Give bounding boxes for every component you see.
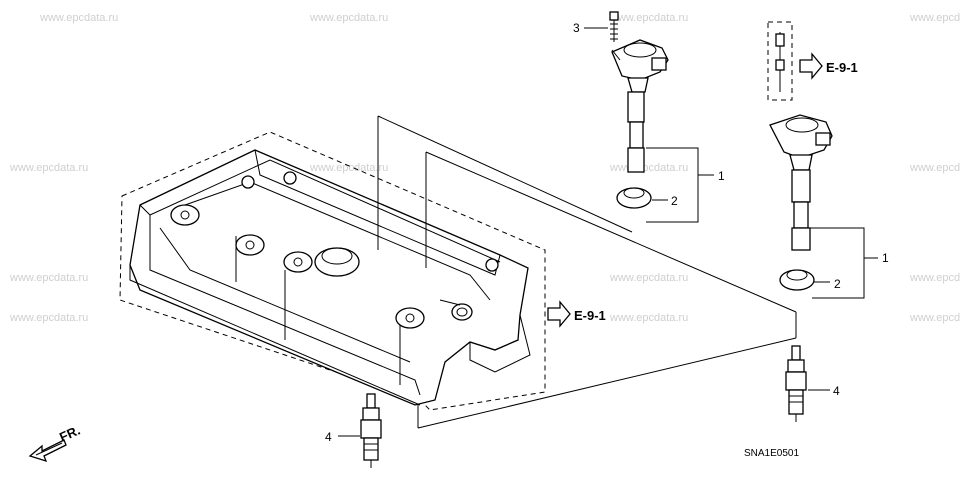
leader-cover-to-coil-lower — [425, 151, 797, 313]
reference-label-top: E-9-1 — [826, 60, 858, 75]
reference-label-middle: E-9-1 — [574, 308, 606, 323]
watermark: www.epcdata.ru — [309, 12, 388, 24]
front-arrow-icon — [28, 439, 67, 463]
ignition-coil-upper — [611, 39, 669, 173]
stud-bolt — [775, 32, 785, 92]
reference-arrow-middle — [547, 300, 571, 328]
watermark: www.epcdata.ru — [309, 162, 388, 174]
callout-seal-upper: 2 — [671, 194, 678, 208]
seal-lower — [779, 269, 815, 291]
assembly-dashed-outline — [119, 131, 546, 411]
spark-plug-left — [360, 393, 382, 468]
watermark: www.epcdata.ru — [609, 12, 688, 24]
callout-bolt: 3 — [573, 21, 580, 35]
watermark: www.epcdata.ru — [39, 12, 118, 24]
watermark: www.epcdata.ru — [909, 162, 960, 174]
leader-cover-to-plug-right — [417, 337, 797, 429]
callout-coil-upper: 1 — [718, 169, 725, 183]
callout-seal-lower: 2 — [834, 277, 841, 291]
watermark: www.epcdata.ru — [909, 12, 960, 24]
front-marker-label: FR. — [57, 423, 82, 445]
seal-upper — [616, 187, 652, 209]
watermark: www.epcdata.ru — [909, 272, 960, 284]
watermark: www.epcdata.ru — [609, 312, 688, 324]
stud-dashed-box — [767, 21, 793, 101]
diagram-code: SNA1E0501 — [744, 448, 799, 459]
reference-arrow-top — [799, 52, 823, 80]
watermark: www.epcdata.ru — [9, 312, 88, 324]
spark-plug-right — [785, 345, 807, 422]
leader-cover-to-coil-upper — [377, 115, 633, 250]
callout-coil-lower: 1 — [882, 251, 889, 265]
callout-plug-left: 4 — [325, 430, 332, 444]
watermark: www.epcdata.ru — [9, 272, 88, 284]
callout-leader-coil-upper — [646, 147, 714, 223]
watermark: www.epcdata.ru — [609, 272, 688, 284]
bolt — [609, 11, 619, 42]
cylinder-head-cover — [129, 149, 531, 406]
watermark: www.epcdata.ru — [609, 162, 688, 174]
watermark: www.epcdata.ru — [909, 312, 960, 324]
callout-leader-coil-lower — [810, 227, 878, 299]
ignition-coil-lower — [769, 114, 833, 251]
watermark: www.epcdata.ru — [9, 162, 88, 174]
callout-plug-right: 4 — [833, 384, 840, 398]
